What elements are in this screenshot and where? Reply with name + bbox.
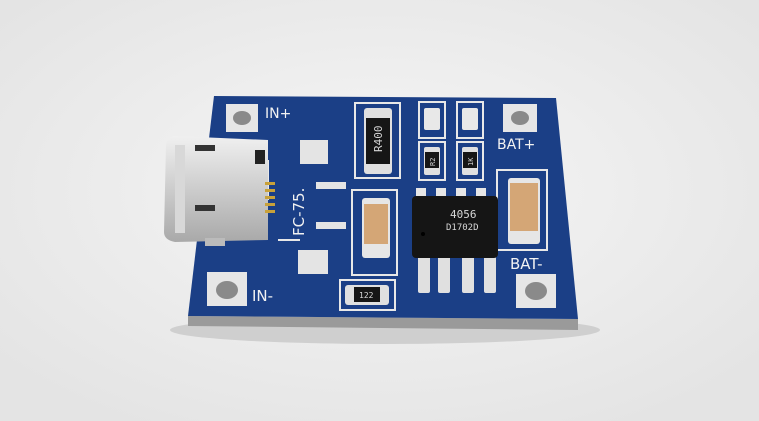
resistor-r400-marking: R400 bbox=[372, 126, 385, 153]
resistor-r400: R400 bbox=[364, 108, 392, 174]
label-bat-minus: BAT- bbox=[510, 255, 543, 273]
label-bat-plus: BAT+ bbox=[497, 137, 535, 153]
smd-pads bbox=[298, 140, 346, 274]
small-capacitors bbox=[424, 108, 478, 130]
pad-bat-minus bbox=[516, 274, 556, 308]
label-in-plus: IN+ bbox=[265, 106, 291, 122]
pad-in-plus bbox=[226, 104, 258, 132]
resistor-r2-marking: R2 bbox=[429, 158, 437, 166]
capacitor-right bbox=[508, 178, 540, 244]
resistor-r2: R2 bbox=[424, 147, 440, 175]
resistor-1k: 1K bbox=[462, 147, 478, 175]
label-model: FC-75. bbox=[290, 188, 308, 236]
resistor-122-marking: 122 bbox=[359, 291, 374, 300]
board-edge bbox=[188, 316, 578, 330]
ic-marking-line1: 4056 bbox=[450, 208, 477, 221]
resistor-1k-marking: 1K bbox=[467, 157, 475, 166]
capacitor-left bbox=[362, 198, 390, 258]
label-in-minus: IN- bbox=[252, 287, 273, 305]
micro-usb-connector bbox=[164, 136, 275, 246]
pad-in-minus bbox=[207, 272, 247, 306]
resistor-122: 122 bbox=[345, 285, 389, 305]
ic-tp4056: 4056 D1702D bbox=[412, 188, 498, 293]
ic-marking-line2: D1702D bbox=[446, 223, 479, 233]
silkscreen-outlines bbox=[267, 101, 548, 311]
pad-bat-plus bbox=[503, 104, 537, 132]
